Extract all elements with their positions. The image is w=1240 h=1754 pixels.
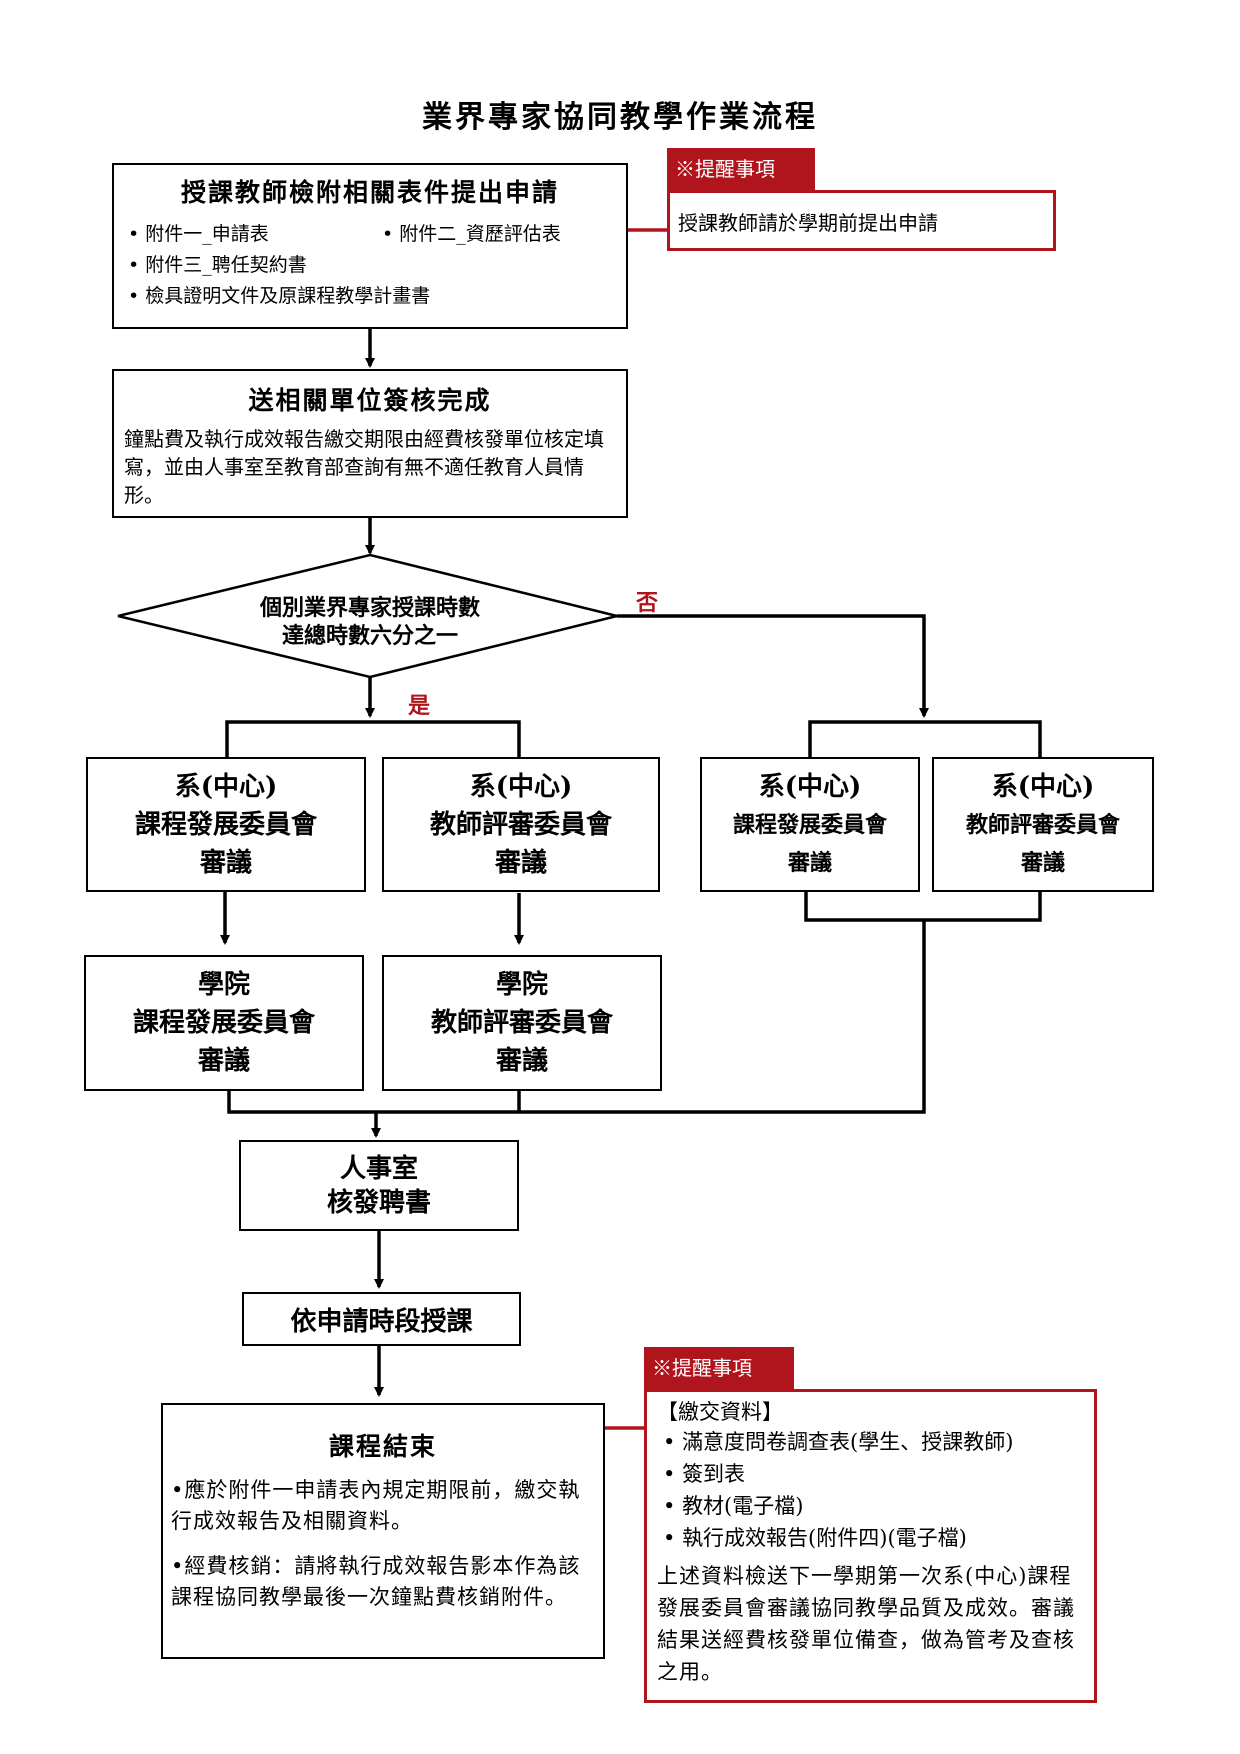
reminder1-text: 授課教師請於學期前提出申請 <box>678 211 938 235</box>
decision-line2: 達總時數六分之一 <box>281 623 458 649</box>
reminder2-item-3: • 教材(電子檔) <box>663 1494 804 1518</box>
decision-yes-label: 是 <box>408 693 431 719</box>
page-title: 業界專家協同教學作業流程 <box>422 100 818 135</box>
hr-l2: 核發聘書 <box>326 1187 431 1218</box>
no-route <box>617 614 929 718</box>
teach-label: 依申請時段授課 <box>290 1306 473 1337</box>
reminder2-box: 【繳交資料】 • 滿意度問卷調查表(學生、授課教師) • 簽到表 • 教材(電子… <box>644 1389 1097 1703</box>
college-curriculum-l1: 學院 <box>197 970 250 1000</box>
hr-box: 人事室 核發聘書 <box>239 1140 519 1231</box>
no-dept-curriculum-l2: 課程發展委員會 <box>732 811 887 838</box>
decision-line1: 個別業界專家授課時數 <box>259 595 480 621</box>
reminder2-item-2: • 簽到表 <box>663 1462 746 1486</box>
college-teacher-l1: 學院 <box>495 970 548 1000</box>
college-teacher-box: 學院 教師評審委員會 審議 <box>382 955 662 1091</box>
step2-title: 送相關單位簽核完成 <box>248 386 492 415</box>
end-p2: •經費核銷：請將執行成效報告影本作為該課程協同教學最後一次鐘點費核銷附件。 <box>171 1554 581 1609</box>
yes-dept-curriculum-l1: 系(中心) <box>174 771 278 802</box>
step2-box: 送相關單位簽核完成 鐘點費及執行成效報告繳交期限由經費核發單位核定填寫，並由人事… <box>112 369 628 518</box>
step1-item-1: • 附件一_申請表 <box>128 223 269 245</box>
yes-bracket <box>225 720 521 757</box>
step1-title: 授課教師檢附相關表件提出申請 <box>180 178 559 207</box>
reminder2-tag: ※提醒事項 <box>644 1347 794 1389</box>
step1-item-2: • 附件二_資歷評估表 <box>382 223 561 245</box>
yes-dept-curriculum-box: 系(中心) 課程發展委員會 審議 <box>86 757 366 892</box>
no-merge-route <box>227 920 926 1114</box>
yes-dept-teacher-l3: 審議 <box>494 847 547 878</box>
no-dept-teacher-l1: 系(中心) <box>991 771 1095 802</box>
no-dept-curriculum-l1: 系(中心) <box>758 771 862 802</box>
step1-item-3: • 附件三_聘任契約書 <box>128 254 307 276</box>
step2-text: 鐘點費及執行成效報告繳交期限由經費核發單位核定填寫，並由人事室至教育部查詢有無不… <box>124 427 604 507</box>
college-curriculum-l3: 審議 <box>197 1046 250 1076</box>
step1-box: 授課教師檢附相關表件提出申請 • 附件一_申請表 • 附件二_資歷評估表 • 附… <box>112 163 628 329</box>
no-dept-teacher-box: 系(中心) 教師評審委員會 審議 <box>932 757 1154 892</box>
step1-item-4: • 檢具證明文件及原課程教學計畫書 <box>128 285 431 307</box>
end-title: 課程結束 <box>328 1432 437 1461</box>
college-curriculum-box: 學院 課程發展委員會 審議 <box>84 955 364 1091</box>
reminder2-heading: 【繳交資料】 <box>657 1400 783 1424</box>
no-bracket <box>808 720 1042 757</box>
no-dept-teacher-l3: 審議 <box>1020 849 1065 876</box>
end-box: 課程結束 •應於附件一申請表內規定期限前，繳交執行成效報告及相關資料。 •經費核… <box>161 1403 605 1659</box>
reminder1-box: 授課教師請於學期前提出申請 <box>667 190 1056 251</box>
yes-dept-curriculum-l3: 審議 <box>199 847 252 878</box>
end-p1: •應於附件一申請表內規定期限前，繳交執行成效報告及相關資料。 <box>171 1478 581 1533</box>
no-bottom-bracket <box>804 891 1042 922</box>
decision-diamond <box>117 553 618 679</box>
no-dept-curriculum-l3: 審議 <box>787 849 832 876</box>
no-dept-curriculum-box: 系(中心) 課程發展委員會 審議 <box>700 757 920 892</box>
college-teacher-l2: 教師評審委員會 <box>430 1008 613 1038</box>
no-dept-teacher-l2: 教師評審委員會 <box>965 811 1120 838</box>
college-teacher-l3: 審議 <box>495 1046 548 1076</box>
teach-box: 依申請時段授課 <box>242 1292 521 1346</box>
reminder2-text: 上述資料檢送下一學期第一次系(中心)課程發展委員會審議協同教學品質及成效。審議結… <box>657 1564 1075 1684</box>
reminder1-tag: ※提醒事項 <box>667 148 815 190</box>
yes-dept-curriculum-l2: 課程發展委員會 <box>134 809 317 840</box>
yes-dept-teacher-box: 系(中心) 教師評審委員會 審議 <box>382 757 660 892</box>
yes-dept-teacher-l1: 系(中心) <box>469 771 573 802</box>
reminder2-item-1: • 滿意度問卷調查表(學生、授課教師) <box>663 1430 1014 1454</box>
decision-no-label: 否 <box>636 590 659 616</box>
yes-dept-teacher-l2: 教師評審委員會 <box>429 809 612 840</box>
reminder2-item-4: • 執行成效報告(附件四)(電子檔) <box>663 1526 967 1550</box>
college-curriculum-l2: 課程發展委員會 <box>132 1008 315 1038</box>
hr-l1: 人事室 <box>339 1153 418 1184</box>
